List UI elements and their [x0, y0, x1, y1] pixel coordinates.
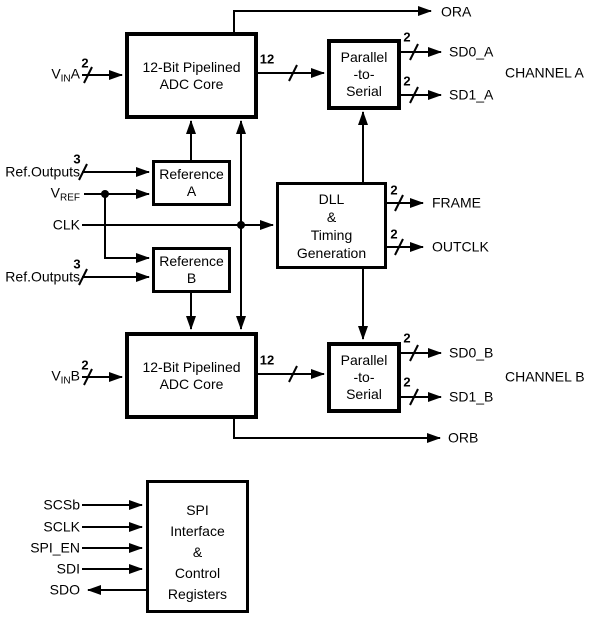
- buswidth-sd0-b: 2: [403, 330, 411, 346]
- vref-base: V: [50, 184, 60, 201]
- block-parallel-to-serial-a-label: Parallel -to- Serial: [340, 49, 388, 99]
- block-parallel-to-serial-b-label: Parallel -to- Serial: [340, 352, 388, 402]
- block-adc-core-b-label: 12-Bit Pipelined ADC Core: [142, 358, 241, 392]
- label-ref-outputs-a: Ref.Outputs: [5, 163, 80, 180]
- buswidth-outclk: 2: [390, 226, 398, 242]
- label-ora: ORA: [441, 3, 472, 20]
- label-sdi: SDI: [56, 560, 80, 577]
- label-ref-outputs-b: Ref.Outputs: [5, 268, 80, 285]
- label-frame: FRAME: [432, 194, 481, 211]
- wire-ora: [233, 6, 432, 32]
- buswidth-sd1-b: 2: [403, 374, 411, 390]
- block-parallel-to-serial-a: Parallel -to- Serial: [327, 39, 401, 110]
- block-adc-core-a: 12-Bit Pipelined ADC Core: [125, 32, 258, 119]
- block-adc-core-a-label: 12-Bit Pipelined ADC Core: [142, 58, 241, 92]
- buswidth-sd1-a: 2: [403, 73, 411, 89]
- block-dll-timing-label: DLL & Timing Generation: [296, 190, 367, 261]
- label-vref: VREF: [0, 184, 80, 204]
- buswidth-vin-b: 2: [81, 357, 89, 373]
- buswidth-adc-a-out: 12: [259, 51, 275, 67]
- label-sdo: SDO: [49, 581, 80, 598]
- block-reference-b: Reference B: [152, 247, 231, 293]
- buswidth-ref-outputs-a: 3: [73, 151, 81, 167]
- label-sd0-a: SD0_A: [449, 43, 494, 60]
- label-sd1-b: SD1_B: [449, 388, 494, 405]
- block-reference-a: Reference A: [152, 160, 231, 206]
- buswidth-ref-outputs-b: 3: [73, 256, 81, 272]
- label-spi-en: SPI_EN: [30, 539, 80, 556]
- label-vin-b: VINB: [0, 367, 80, 387]
- block-spi-interface: SPI Interface & Control Registers: [146, 480, 249, 613]
- label-sd0-b: SD0_B: [449, 344, 494, 361]
- label-channel-b: CHANNEL B: [505, 368, 585, 385]
- block-parallel-to-serial-b: Parallel -to- Serial: [327, 342, 401, 413]
- vin-b-suffix: B: [70, 367, 80, 384]
- buswidth-vin-a: 2: [81, 55, 89, 71]
- label-outclk: OUTCLK: [432, 238, 489, 255]
- bus-slash-marks: [78, 43, 419, 406]
- vref-sub: REF: [60, 192, 80, 204]
- vin-a-sub: IN: [60, 73, 71, 85]
- block-adc-core-b: 12-Bit Pipelined ADC Core: [125, 332, 258, 419]
- buswidth-frame: 2: [390, 182, 398, 198]
- wire-orb: [233, 418, 441, 443]
- label-channel-a: CHANNEL A: [505, 64, 584, 81]
- block-reference-b-label: Reference B: [159, 253, 224, 286]
- vin-a-suffix: A: [70, 65, 80, 82]
- label-vin-a: VINA: [0, 65, 80, 85]
- vin-a-base: V: [51, 65, 61, 82]
- vin-b-base: V: [51, 367, 61, 384]
- vin-b-sub: IN: [60, 375, 71, 387]
- block-spi-interface-label: SPI Interface & Control Registers: [167, 502, 228, 602]
- block-reference-a-label: Reference A: [159, 166, 224, 199]
- junction-dots: [101, 190, 245, 229]
- wire-vref-branch: [104, 194, 150, 263]
- label-scsb: SCSb: [43, 496, 80, 513]
- buswidth-sd0-a: 2: [403, 29, 411, 45]
- block-dll-timing: DLL & Timing Generation: [276, 182, 387, 269]
- label-orb: ORB: [448, 429, 479, 446]
- label-sd1-a: SD1_A: [449, 86, 494, 103]
- label-clk: CLK: [52, 216, 80, 233]
- label-sclk: SCLK: [43, 518, 80, 535]
- buswidth-adc-b-out: 12: [259, 352, 275, 368]
